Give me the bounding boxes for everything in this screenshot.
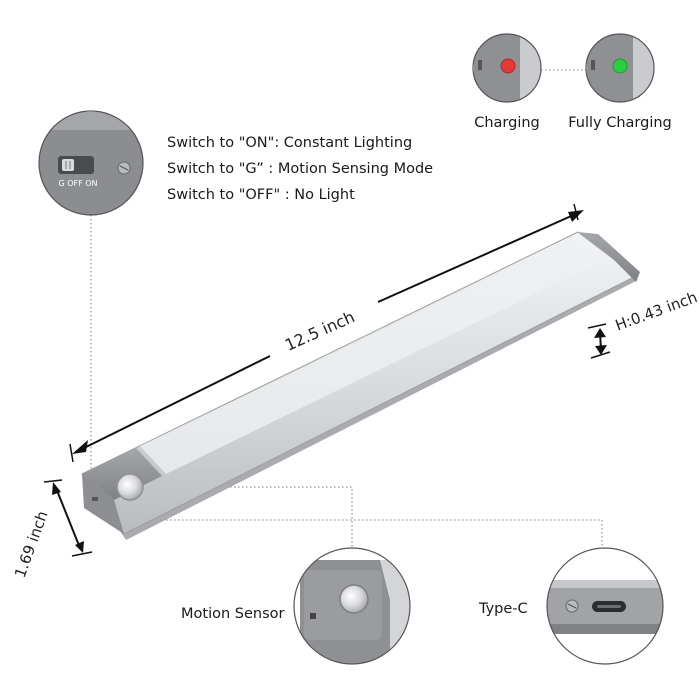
width-dimension	[43, 479, 93, 557]
switch-position-labels: G OFF ON	[58, 179, 97, 188]
charging-label: Charging	[474, 115, 540, 131]
width-tick-bottom	[71, 551, 93, 557]
bar-end-cap	[578, 232, 640, 282]
full-charge-callout	[585, 33, 655, 103]
length-tick-right	[573, 203, 579, 221]
motion-sensor-label: Motion Sensor	[181, 606, 285, 622]
mode-g-text: Switch to "G” : Motion Sensing Mode	[167, 161, 433, 177]
full-charge-led-icon	[612, 58, 628, 74]
motion-sensor-lens	[116, 473, 144, 501]
bar-switch-slot	[92, 497, 98, 501]
typec-leader	[118, 519, 603, 548]
type-c-label: Type-C	[478, 601, 528, 617]
full-charge-label: Fully Charging	[568, 115, 672, 131]
length-dimension	[69, 203, 584, 463]
motion-sensor-callout	[293, 547, 411, 665]
light-bar	[81, 231, 640, 540]
height-tick-bottom	[590, 351, 611, 359]
mode-switch-knob	[62, 159, 74, 171]
height-dimension	[587, 323, 611, 359]
height-tick-top	[587, 323, 607, 329]
type-c-callout	[546, 547, 664, 665]
width-arrowhead-top	[52, 482, 61, 495]
mode-on-text: Switch to "ON": Constant Lighting	[167, 135, 412, 151]
width-tick-top	[43, 479, 63, 483]
bar-diffuser	[140, 238, 600, 474]
height-arrowhead-bottom	[595, 345, 607, 355]
length-arrow-left	[79, 355, 271, 451]
length-tick-left	[69, 443, 74, 463]
length-arrowhead-left	[72, 440, 88, 454]
length-arrowhead-right	[568, 210, 584, 222]
leader-lines	[90, 69, 603, 548]
mode-off-text: Switch to "OFF" : No Light	[167, 187, 355, 203]
width-arrow	[55, 487, 81, 549]
height-label: H:0.43 inch	[613, 288, 700, 334]
width-arrowhead-bottom	[75, 541, 84, 553]
length-arrow-right	[377, 212, 579, 303]
motion-sensor-icon	[339, 584, 369, 614]
switch-callout: G OFF ON	[38, 110, 144, 216]
charging-led-icon	[500, 58, 516, 74]
bar-front-cap-side	[82, 474, 124, 534]
bar-front-cap	[82, 448, 162, 500]
width-label: 1.69 inch	[11, 509, 52, 581]
height-arrowhead-top	[594, 328, 606, 338]
charging-callout	[472, 33, 542, 103]
